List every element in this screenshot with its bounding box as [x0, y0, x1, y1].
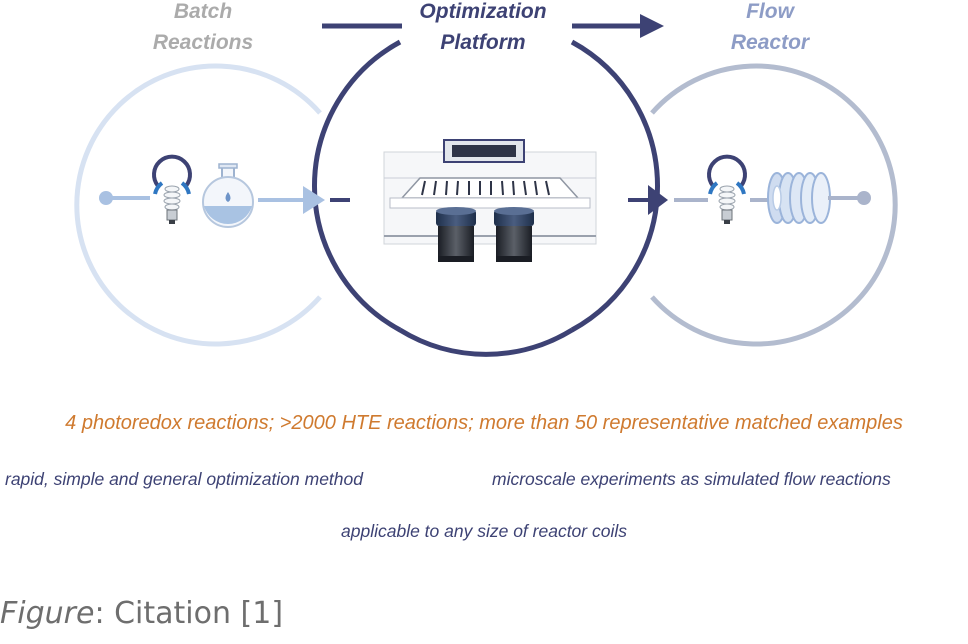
platform-to-flow-head [648, 185, 668, 215]
top-arrow-head [640, 14, 664, 38]
batch-reactions-title: Batch Reactions [128, 0, 278, 58]
caption-label: Figure [0, 596, 95, 631]
batch-title-line2: Reactions [152, 31, 254, 54]
summary-stats: 4 photoredox reactions; >2000 HTE reacti… [65, 412, 903, 434]
flow-title-line2: Reactor [730, 31, 810, 54]
caption-text: : Citation [1] [94, 596, 284, 631]
flow-circle [650, 63, 898, 347]
optimization-title-line2: Platform [440, 31, 526, 54]
benefit-center: applicable to any size of reactor coils [341, 521, 627, 541]
batch-arrow-head [303, 186, 325, 214]
reactor-coil-icon [767, 172, 831, 224]
light-bulb-icon [707, 154, 747, 224]
light-bulb-icon [152, 154, 192, 224]
flow-end-dot [857, 191, 871, 205]
benefit-left: rapid, simple and general optimization m… [5, 469, 363, 489]
flow-title-line1: Flow [746, 0, 794, 23]
batch-circle [74, 63, 322, 347]
optimization-title-line1: Optimization [419, 0, 547, 23]
hte-plate-reactor-icon [383, 139, 597, 245]
round-bottom-flask-icon [202, 163, 254, 228]
benefit-right: microscale experiments as simulated flow… [492, 469, 891, 489]
flow-reactor-title: Flow Reactor [690, 0, 850, 58]
figure-caption: Figure: Citation [1] [0, 596, 283, 631]
batch-title-line1: Batch [173, 0, 233, 23]
vial-icon [436, 207, 476, 262]
optimization-circle [312, 39, 660, 357]
optimization-platform-title: Optimization Platform [398, 0, 568, 58]
vial-icon [494, 207, 534, 262]
